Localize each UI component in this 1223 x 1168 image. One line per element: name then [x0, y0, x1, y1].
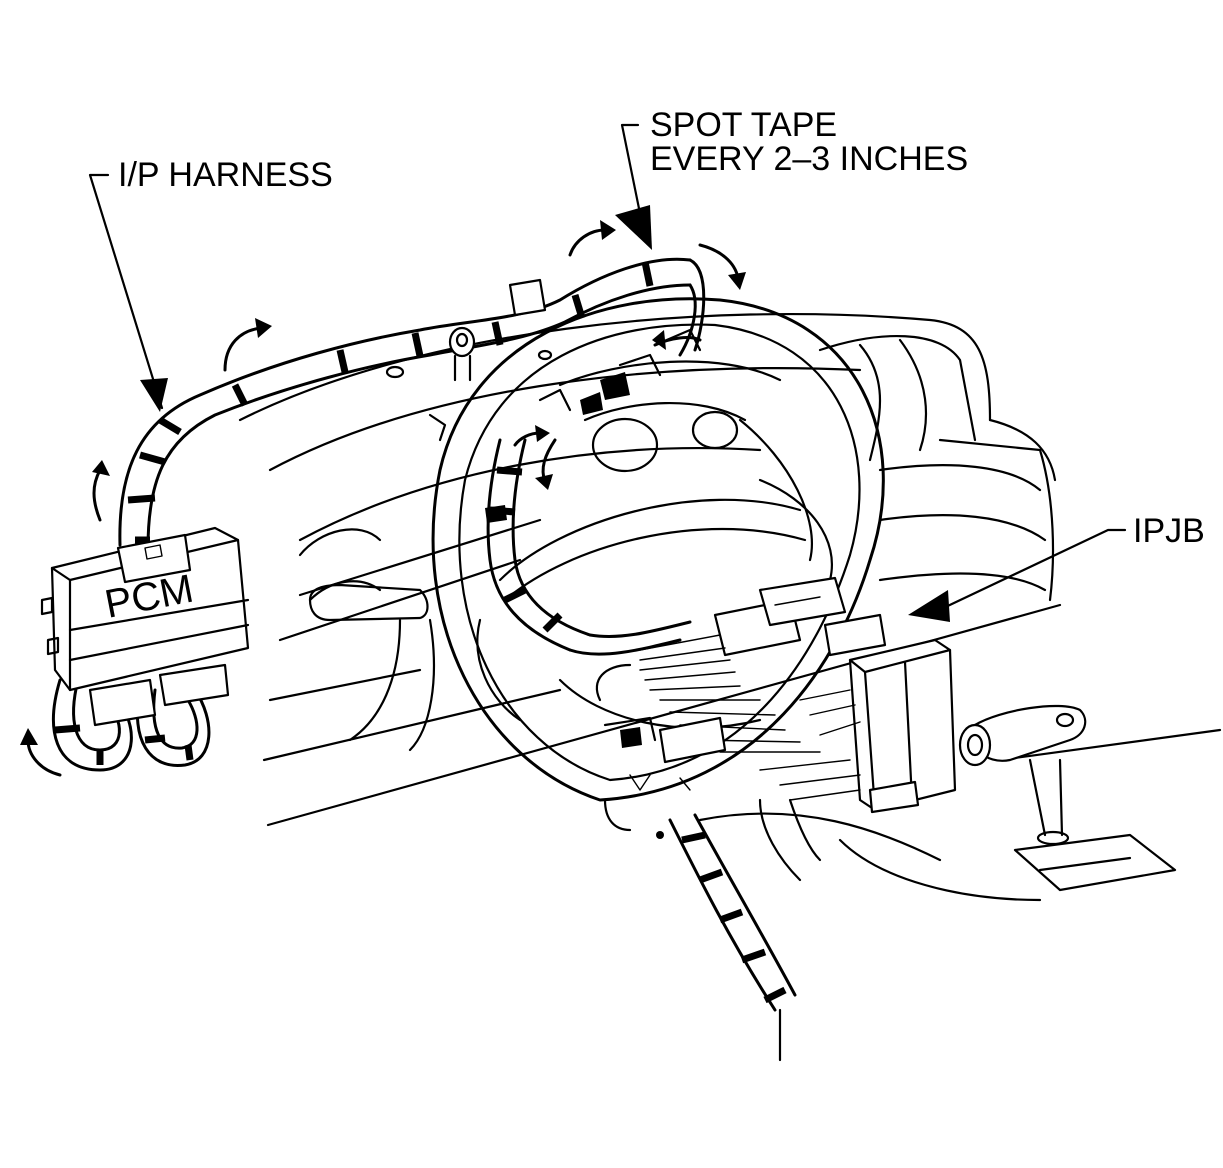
leader-lines: [88, 123, 1127, 614]
instrument-panel: [238, 312, 1062, 902]
spot-tape-label-line2: EVERY 2–3 INCHES: [650, 140, 968, 178]
pcm-module: PCM: [40, 526, 250, 772]
center-console: [958, 704, 1222, 892]
ipjb-label: IPJB: [1133, 512, 1205, 550]
ip-harness: [118, 257, 706, 656]
spot-tape-label-line1: SPOT TAPE: [650, 106, 837, 144]
ip-harness-label: I/P HARNESS: [118, 156, 333, 194]
routing-arrows: [20, 205, 950, 777]
ipjb-junction-block: [595, 576, 957, 1062]
steering-wheel: [431, 297, 885, 802]
